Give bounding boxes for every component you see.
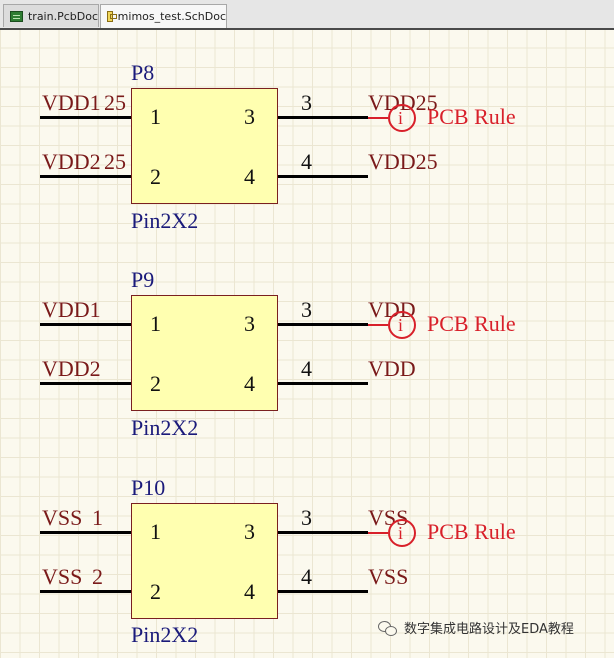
net-label[interactable]: VSS bbox=[368, 564, 409, 589]
wire[interactable] bbox=[278, 116, 368, 119]
info-icon-letter: i bbox=[398, 108, 404, 128]
wechat-icon bbox=[378, 620, 398, 636]
wire[interactable] bbox=[40, 531, 131, 534]
tab-label: train.PcbDoc bbox=[27, 9, 98, 23]
component-designator: P8 bbox=[131, 60, 155, 85]
wire[interactable] bbox=[40, 590, 131, 593]
pin-label: 25 bbox=[104, 149, 126, 174]
net-label[interactable]: VSS bbox=[42, 505, 83, 530]
tab-divider bbox=[0, 28, 614, 30]
pin-number: 3 bbox=[301, 297, 312, 322]
wire[interactable] bbox=[40, 323, 131, 326]
net-label[interactable]: VDD25 bbox=[368, 149, 438, 174]
pin-number: 4 bbox=[301, 356, 312, 381]
pin-number: 2 bbox=[150, 371, 161, 396]
info-icon-letter: i bbox=[398, 315, 404, 335]
component-body[interactable] bbox=[131, 88, 278, 204]
wire[interactable] bbox=[278, 590, 368, 593]
pcb-document-icon bbox=[10, 10, 23, 22]
pin-number: 3 bbox=[244, 311, 255, 336]
net-label[interactable]: VDD2 bbox=[42, 149, 101, 174]
pcb-rule-label: PCB Rule bbox=[427, 519, 516, 544]
wire[interactable] bbox=[40, 382, 131, 385]
pin-number: 2 bbox=[150, 579, 161, 604]
component-designator: P9 bbox=[131, 267, 155, 292]
rule-line bbox=[368, 117, 388, 119]
pin-number: 2 bbox=[150, 164, 161, 189]
net-label[interactable]: VDD1 bbox=[42, 90, 101, 115]
info-icon bbox=[388, 519, 416, 547]
tab-train-pcbdoc[interactable]: train.PcbDoc bbox=[3, 4, 99, 27]
net-label[interactable]: VDD1 bbox=[42, 297, 101, 322]
pin-number: 1 bbox=[150, 311, 161, 336]
net-label[interactable]: VSS bbox=[42, 564, 83, 589]
pin-number: 4 bbox=[244, 164, 255, 189]
pin-number: 1 bbox=[150, 519, 161, 544]
pcb-rule-label: PCB Rule bbox=[427, 311, 516, 336]
wire[interactable] bbox=[40, 175, 131, 178]
component-body[interactable] bbox=[131, 503, 278, 619]
pin-number: 4 bbox=[244, 371, 255, 396]
pin-number: 4 bbox=[301, 149, 312, 174]
wire[interactable] bbox=[278, 382, 368, 385]
component-comment: Pin2X2 bbox=[131, 415, 199, 440]
pcb-rule-label: PCB Rule bbox=[427, 104, 516, 129]
net-label[interactable]: VDD2 bbox=[42, 356, 101, 381]
pin-label: 2 bbox=[92, 564, 103, 589]
pin-number: 3 bbox=[301, 90, 312, 115]
watermark: 数字集成电路设计及EDA教程 bbox=[378, 618, 574, 637]
info-icon-letter: i bbox=[398, 523, 404, 543]
wire[interactable] bbox=[278, 323, 368, 326]
pin-number: 3 bbox=[244, 104, 255, 129]
watermark-text: 数字集成电路设计及EDA教程 bbox=[404, 622, 574, 637]
wire[interactable] bbox=[278, 531, 368, 534]
schematic-canvas[interactable] bbox=[0, 30, 614, 658]
rule-line bbox=[368, 324, 388, 326]
schematic-document-icon bbox=[107, 11, 117, 22]
wire[interactable] bbox=[40, 116, 131, 119]
wire[interactable] bbox=[278, 175, 368, 178]
rule-line bbox=[368, 532, 388, 534]
component-designator: P10 bbox=[131, 475, 166, 500]
net-label[interactable]: VDD bbox=[368, 356, 416, 381]
pin-number: 4 bbox=[244, 579, 255, 604]
pin-number: 3 bbox=[301, 505, 312, 530]
pin-label: 25 bbox=[104, 90, 126, 115]
tab-mimos-test-schdoc[interactable]: mimos_test.SchDoc bbox=[100, 4, 227, 28]
pin-number: 1 bbox=[150, 104, 161, 129]
tab-label: mimos_test.SchDoc bbox=[117, 10, 226, 23]
component-body[interactable] bbox=[131, 295, 278, 411]
pin-number: 3 bbox=[244, 519, 255, 544]
net-label[interactable]: VDD25 bbox=[368, 90, 438, 115]
component-comment: Pin2X2 bbox=[131, 208, 199, 233]
component-comment: Pin2X2 bbox=[131, 622, 199, 647]
info-icon bbox=[388, 311, 416, 339]
document-tab-bar: train.PcbDoc mimos_test.SchDoc bbox=[0, 0, 614, 29]
info-icon bbox=[388, 104, 416, 132]
pin-label: 1 bbox=[92, 505, 103, 530]
pin-number: 4 bbox=[301, 564, 312, 589]
